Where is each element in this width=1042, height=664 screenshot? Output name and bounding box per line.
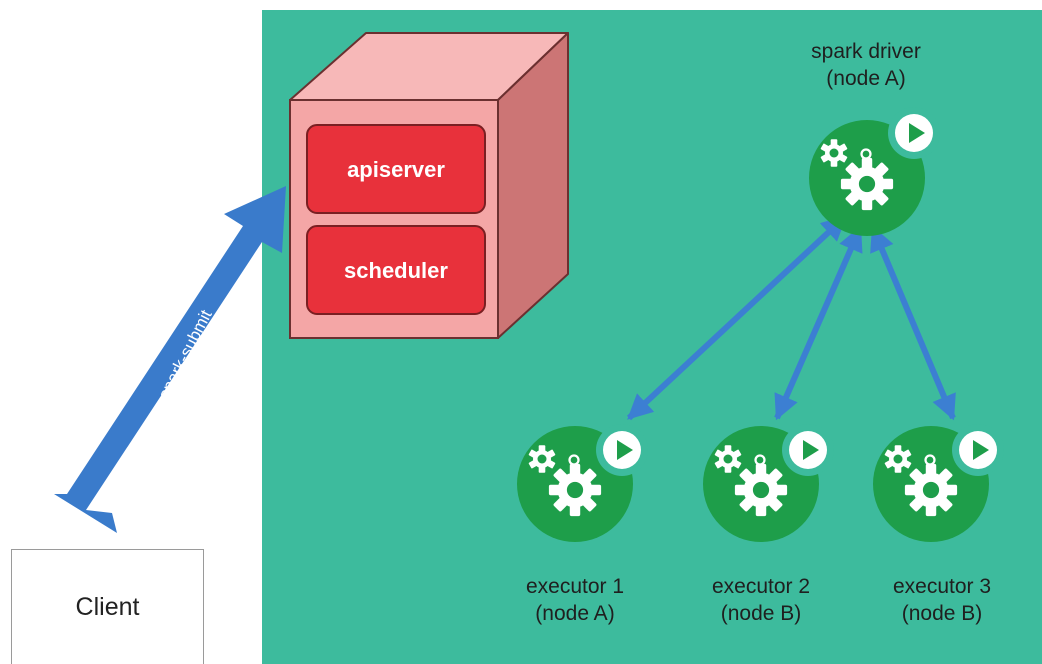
apiserver-component	[306, 124, 486, 214]
spark-driver-node: (node A)	[826, 67, 906, 90]
executor-1-pod	[517, 424, 648, 542]
executor-3-node: (node B)	[901, 602, 983, 625]
spark-submit-arrow: spark-submit	[54, 186, 286, 533]
spark-driver-label: spark driver (node A)	[811, 38, 921, 92]
executor-1-label: executor 1 (node A)	[526, 573, 624, 627]
driver-executor3-arrow	[870, 225, 956, 421]
executor-1-name: executor 1	[525, 575, 625, 598]
executor-2-label: executor 2 (node B)	[712, 573, 810, 627]
driver-executor2-arrow	[774, 225, 863, 421]
scheduler-component	[306, 225, 486, 315]
play-icon	[782, 424, 834, 476]
control-plane-node: apiserver scheduler	[289, 32, 569, 339]
play-icon	[888, 107, 940, 159]
executor-2-node: (node B)	[720, 602, 802, 625]
apiserver-label: apiserver	[347, 157, 445, 182]
client-box: Client	[11, 549, 204, 664]
executor-3-pod	[873, 424, 1004, 542]
large-gear-icon	[904, 463, 958, 517]
communication-arrows	[626, 214, 956, 421]
executor-3-label: executor 3 (node B)	[893, 573, 991, 627]
executor-2-name: executor 2	[711, 575, 811, 598]
executor-3-name: executor 3	[892, 575, 992, 598]
play-icon	[596, 424, 648, 476]
executor-1-node: (node A)	[535, 602, 615, 625]
client-label: Client	[75, 592, 140, 621]
large-gear-icon	[548, 463, 602, 517]
driver-executor1-arrow	[626, 214, 848, 421]
large-gear-icon	[734, 463, 788, 517]
large-gear-icon	[840, 157, 894, 211]
executor-2-pod	[703, 424, 834, 542]
play-icon	[952, 424, 1004, 476]
spark-driver-name: spark driver	[811, 40, 921, 63]
spark-driver-pod	[809, 107, 940, 236]
scheduler-label: scheduler	[344, 258, 448, 283]
